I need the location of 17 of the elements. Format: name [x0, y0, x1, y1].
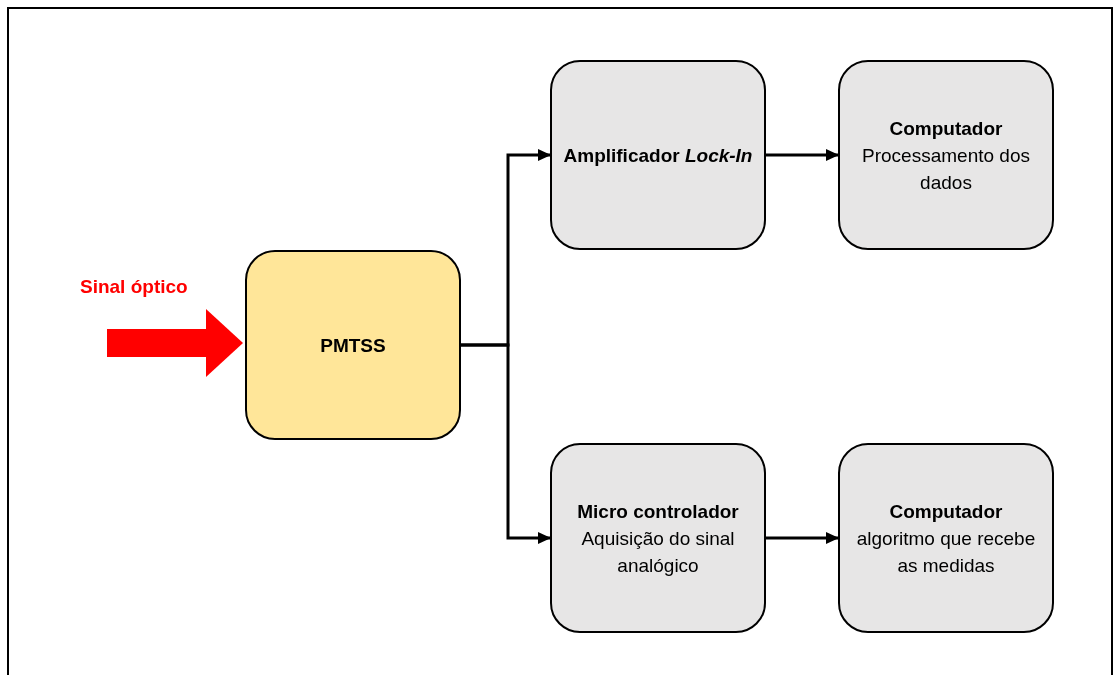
box-title: Computador [889, 116, 1003, 141]
box-description: algoritmo que recebe as medidas [855, 526, 1037, 578]
box-title: PMTSS [320, 333, 386, 358]
box-title: Micro controlador [577, 499, 739, 524]
process-box [550, 443, 766, 633]
process-box [245, 250, 461, 440]
box-title: Amplificador Lock-In [563, 143, 753, 168]
process-box [838, 60, 1054, 250]
arrow [461, 343, 551, 544]
process-box [550, 60, 766, 250]
box-description: Processamento dos dados [861, 143, 1031, 195]
box-title: Computador [889, 499, 1003, 524]
arrow [766, 532, 839, 544]
arrow [766, 149, 839, 161]
block-arrow [107, 309, 243, 377]
process-box [838, 443, 1054, 633]
box-description: Aquisição do sinal analógico [580, 526, 736, 578]
